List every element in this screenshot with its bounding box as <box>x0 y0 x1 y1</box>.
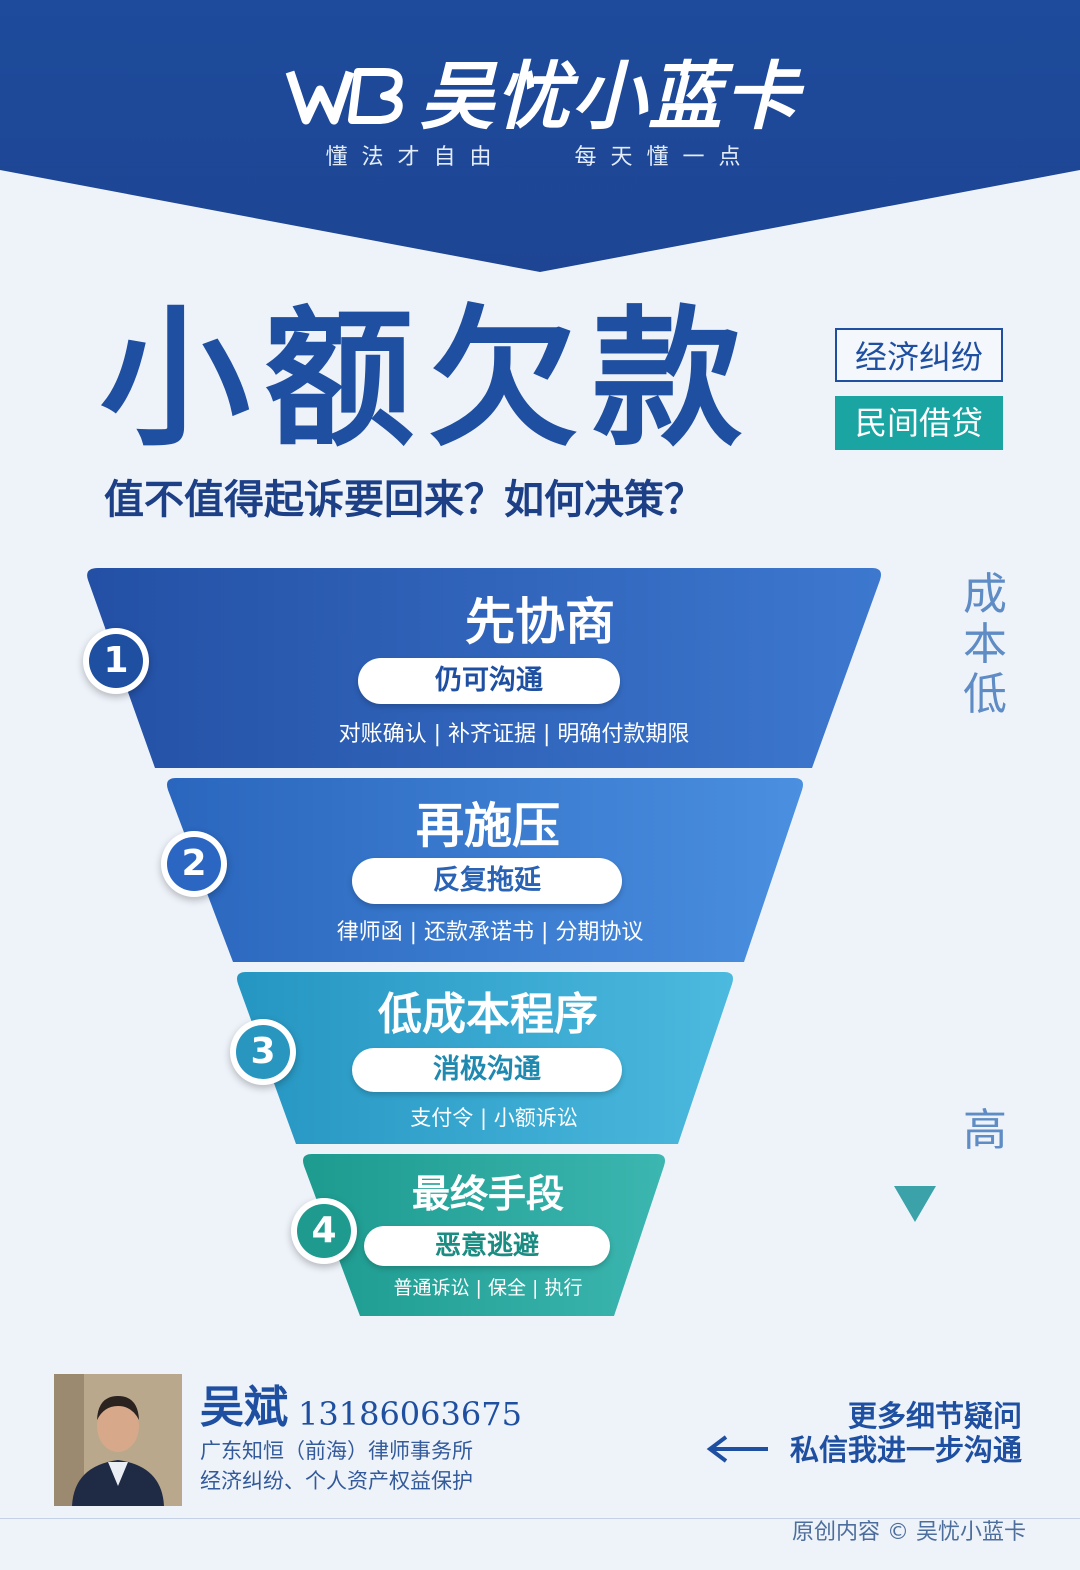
tier-3-title: 低成本程序 <box>378 989 598 1040</box>
lawyer-portrait-icon <box>54 1374 182 1506</box>
tier-4-badge: 4 <box>291 1198 357 1264</box>
cost-low-label: 成本低 <box>963 569 1007 720</box>
tier-4-condition-pill: 恶意逃避 <box>364 1226 610 1266</box>
cost-high-label: 高 <box>963 1105 1007 1156</box>
page-subtitle: 值不值得起诉要回来？如何决策？ <box>104 477 704 523</box>
lawyer-avatar <box>54 1374 182 1506</box>
tier-2-condition-pill: 反复拖延 <box>352 858 622 904</box>
lawyer-practice-areas: 经济纠纷、个人资产权益保护 <box>200 1469 473 1493</box>
lawyer-firm: 广东知恒（前海）律师事务所 <box>200 1439 473 1463</box>
slogan-left: 懂法才自由 <box>325 145 506 170</box>
tier-1-details: 对账确认 | 补齐证据 | 明确付款期限 <box>338 722 690 747</box>
tier-2-badge: 2 <box>161 831 227 897</box>
tier-1-badge: 1 <box>83 628 149 694</box>
tier-1-title: 先协商 <box>465 593 615 651</box>
lawyer-name: 吴斌 <box>200 1382 288 1433</box>
cost-arrow-head <box>894 1186 936 1222</box>
cta-line-1: 更多细节疑问 <box>847 1399 1022 1433</box>
tier-2-details: 律师函 | 还款承诺书 | 分期协议 <box>336 920 644 945</box>
brand-slogan: 懂法才自由 每天懂一点 <box>0 140 1080 176</box>
lawyer-phone: 13186063675 <box>298 1395 522 1433</box>
arrow-left-icon <box>706 1435 768 1463</box>
tier-3-badge: 3 <box>230 1019 296 1085</box>
brand-name: 吴忧小蓝卡 <box>420 54 800 140</box>
tier-3-details: 支付令 | 小额诉讼 <box>410 1106 578 1130</box>
tier-2-number: 2 <box>167 837 221 891</box>
page-title: 小额欠款 <box>100 293 757 467</box>
tier-3-condition-pill: 消极沟通 <box>352 1048 622 1092</box>
tier-1-condition-pill: 仍可沟通 <box>358 658 620 704</box>
footer-copyright: 原创内容 © 吴忧小蓝卡 <box>792 1520 1026 1545</box>
brand-logo-icon <box>285 68 403 125</box>
tier-2-title: 再施压 <box>415 798 560 854</box>
cta-line-2: 私信我进一步沟通 <box>789 1433 1022 1467</box>
tier-4-number: 4 <box>297 1204 351 1258</box>
slogan-right: 每天懂一点 <box>574 145 755 170</box>
tier-4-details: 普通诉讼 | 保全 | 执行 <box>393 1277 583 1299</box>
tier-1-number: 1 <box>89 634 143 688</box>
tier-3-number: 3 <box>236 1025 290 1079</box>
footer-divider <box>0 1518 1080 1519</box>
header-banner <box>0 0 1080 272</box>
tag-economic-dispute: 经济纠纷 <box>835 328 1003 382</box>
tier-4-title: 最终手段 <box>411 1172 564 1216</box>
tag-private-lending: 民间借贷 <box>835 396 1003 450</box>
